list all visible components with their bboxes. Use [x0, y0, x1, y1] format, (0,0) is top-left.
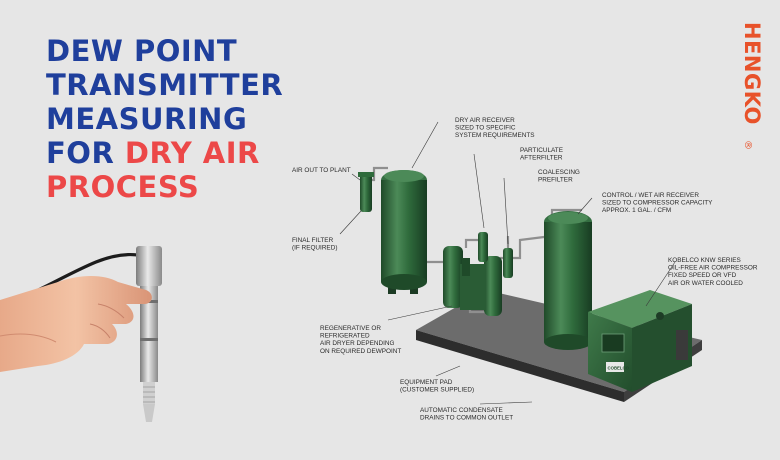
leader-lines — [339, 121, 676, 405]
headline: DEW POINT TRANSMITTER MEASURING FOR DRY … — [46, 34, 283, 204]
dry-air-receiver-tank — [381, 170, 427, 294]
headline-line-1: DEW POINT — [46, 34, 238, 68]
hengko-logo: HENGKO ® — [740, 22, 764, 150]
air-dryer — [443, 246, 502, 316]
air-compressor: COBELCO — [588, 290, 692, 392]
hand — [0, 276, 152, 372]
headline-line-3: MEASURING — [46, 102, 248, 136]
label-dry-air-receiver: DRY AIR RECEIVER SIZED TO SPECIFIC SYSTE… — [455, 117, 535, 139]
hengko-logo-text: HENGKO — [740, 22, 764, 125]
label-final-filter: FINAL FILTER (IF REQUIRED) — [292, 237, 337, 252]
label-condensate-drains: AUTOMATIC CONDENSATE DRAINS TO COMMON OU… — [420, 407, 513, 422]
label-equipment-pad: EQUIPMENT PAD (CUSTOMER SUPPLIED) — [400, 379, 474, 394]
label-air-dryer: REGENERATIVE OR REFRIGERATED AIR DRYER D… — [320, 325, 401, 355]
headline-line-4-prefix: FOR — [46, 136, 125, 170]
registered-mark: ® — [742, 140, 753, 150]
headline-line-2: TRANSMITTER — [46, 68, 284, 102]
headline-highlight: DRY AIR — [124, 136, 260, 170]
afterfilter-prefilter — [478, 232, 513, 278]
compressor-badge: COBELCO — [608, 366, 630, 371]
final-filter — [358, 172, 374, 212]
headline-line-4: FOR DRY AIR — [46, 136, 283, 170]
label-particulate-afterfilter: PARTICULATE AFTERFILTER — [520, 147, 565, 162]
label-control-wet-air-receiver: CONTROL / WET AIR RECEIVER SIZED TO COMP… — [602, 192, 714, 214]
wet-air-receiver-tank — [544, 211, 592, 350]
diagram-labels: DRY AIR RECEIVER SIZED TO SPECIFIC SYSTE… — [292, 117, 759, 422]
label-air-out-to-plant: AIR OUT TO PLANT — [292, 167, 351, 174]
headline-line-5: PROCESS — [46, 170, 200, 204]
label-kobelco: KOBELCO KNW SERIES OIL-FREE AIR COMPRESS… — [668, 257, 759, 287]
label-coalescing-prefilter: COALESCING PREFILTER — [538, 169, 582, 184]
